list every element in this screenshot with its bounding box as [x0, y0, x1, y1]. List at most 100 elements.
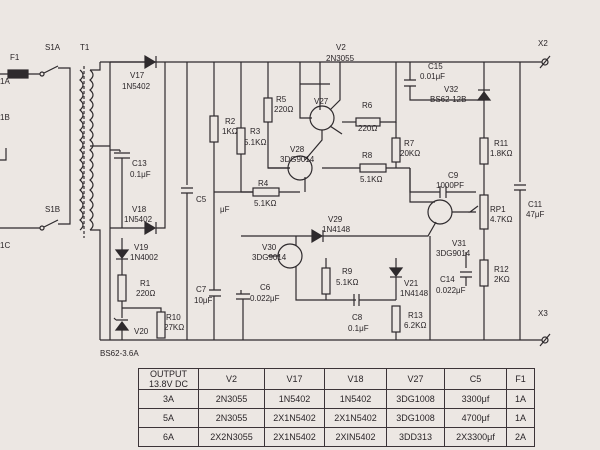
r4-label: R4 — [258, 179, 269, 188]
v18-label: V18 — [132, 205, 147, 214]
table-cell: 1N5402 — [324, 389, 387, 409]
v17-label: V17 — [130, 71, 145, 80]
r1-label: R1 — [140, 279, 151, 288]
table-cell: 3A — [138, 389, 199, 409]
table-cell: 2XIN5402 — [324, 427, 387, 447]
table-cell: 3300μf — [444, 389, 507, 409]
v27-label: V27 — [314, 97, 329, 106]
transformer-t1-label: T1 — [80, 43, 90, 52]
v32-label: V32 — [444, 85, 459, 94]
table-cell: 3DG1008 — [386, 389, 445, 409]
r5-value: 220Ω — [274, 105, 293, 114]
table-cell: 3DD313 — [386, 427, 445, 447]
v21-label: V21 — [404, 279, 419, 288]
table-cell: 1A — [506, 389, 535, 409]
r9-label: R9 — [342, 267, 353, 276]
c7-value: 10μF — [194, 296, 213, 305]
fragment-1a: 1A — [0, 77, 10, 86]
v29-label: V29 — [328, 215, 343, 224]
table-cell: 2X1N5402 — [264, 408, 325, 428]
c15-value: 0.01μF — [420, 72, 445, 81]
switch-s1a-label: S1A — [45, 43, 61, 52]
c8-label: C8 — [352, 313, 363, 322]
switch-s1b-label: S1B — [45, 205, 60, 214]
r6-label: R6 — [362, 101, 373, 110]
r2-label: R2 — [225, 117, 236, 126]
r6-value: 220Ω — [358, 124, 377, 133]
r11-label: R11 — [494, 139, 509, 148]
fragment-1b: 1B — [0, 113, 10, 122]
v17-part: 1N5402 — [122, 82, 151, 91]
column-header: V18 — [324, 368, 387, 390]
r13-value: 6.2KΩ — [404, 321, 426, 330]
r4-value: 5.1KΩ — [254, 199, 276, 208]
v28-part: 3DG9014 — [280, 155, 315, 164]
table-cell: 1A — [506, 408, 535, 428]
table-corner-header: OUTPUT 13.8V DC — [138, 368, 199, 390]
r5-label: R5 — [276, 95, 287, 104]
v30-label: V30 — [262, 243, 277, 252]
header-voltage: 13.8V DC — [148, 379, 189, 389]
terminal-x3-label: X3 — [538, 309, 548, 318]
fragment-1c: 1C — [0, 241, 10, 250]
table-cell: 6A — [138, 427, 199, 447]
v18-part: 1N5402 — [124, 215, 153, 224]
v32-part: BS62-12B — [430, 95, 466, 104]
table-cell: 2A — [506, 427, 535, 447]
output-spec-table: OUTPUT 13.8V DC V2 V17 V18 V27 C5 F1 3A … — [138, 368, 535, 447]
column-header: C5 — [444, 368, 507, 390]
r3-label: R3 — [250, 127, 261, 136]
table-cell: 2X2N3055 — [198, 427, 265, 447]
table-row: 5A 2N3055 2X1N5402 2X1N5402 3DG1008 4700… — [138, 408, 535, 428]
header-output: OUTPUT — [150, 369, 187, 380]
c11-label: C11 — [528, 200, 543, 209]
v2-label: V2 — [336, 43, 346, 52]
v31-label: V31 — [452, 239, 467, 248]
table-cell: 2N3055 — [198, 408, 265, 428]
table-cell: 2X3300μf — [444, 427, 507, 447]
v29-part: 1N4148 — [322, 225, 351, 234]
rp1-label: RP1 — [490, 205, 506, 214]
rp1-value: 4.7KΩ — [490, 215, 512, 224]
v20-part: BS62-3.6A — [100, 349, 139, 358]
c13-value: 0.1μF — [130, 170, 151, 179]
r8-label: R8 — [362, 151, 373, 160]
table-cell: 3DG1008 — [386, 408, 445, 428]
c9-value: 1000PF — [436, 181, 464, 190]
r3-value: 5.1KΩ — [244, 138, 266, 147]
table-cell: 1N5402 — [264, 389, 325, 409]
r7-label: R7 — [404, 139, 415, 148]
v21-part: 1N4148 — [400, 289, 429, 298]
r12-value: 2KΩ — [494, 275, 510, 284]
v19-label: V19 — [134, 243, 149, 252]
r7-value: 20KΩ — [400, 149, 420, 158]
table-cell: 5A — [138, 408, 199, 428]
r2-value: 1KΩ — [222, 127, 238, 136]
c11-value: 47μF — [526, 210, 545, 219]
c14-label: C14 — [440, 275, 455, 284]
table-cell: 4700μf — [444, 408, 507, 428]
v19-part: 1N4002 — [130, 253, 159, 262]
table-row: 6A 2X2N3055 2X1N5402 2XIN5402 3DD313 2X3… — [138, 427, 535, 447]
v2-part: 2N3055 — [326, 54, 355, 63]
f1-label: F1 — [10, 53, 20, 62]
c13-label: C13 — [132, 159, 147, 168]
r9-value: 5.1KΩ — [336, 278, 358, 287]
r13-label: R13 — [408, 311, 423, 320]
c5-label: C5 — [196, 195, 207, 204]
v30-part: 3DG9014 — [252, 253, 287, 262]
v20-label: V20 — [134, 327, 149, 336]
r1-value: 220Ω — [136, 289, 155, 298]
c15-label: C15 — [428, 62, 443, 71]
table-cell: 2X1N5402 — [264, 427, 325, 447]
r12-label: R12 — [494, 265, 509, 274]
r8-value: 5.1KΩ — [360, 175, 382, 184]
v28-label: V28 — [290, 145, 305, 154]
r10-value: 27KΩ — [164, 323, 184, 332]
c8-value: 0.1μF — [348, 324, 369, 333]
terminal-x2-label: X2 — [538, 39, 548, 48]
c14-value: 0.022μF — [436, 286, 466, 295]
table-row: 3A 2N3055 1N5402 1N5402 3DG1008 3300μf 1… — [138, 389, 535, 409]
